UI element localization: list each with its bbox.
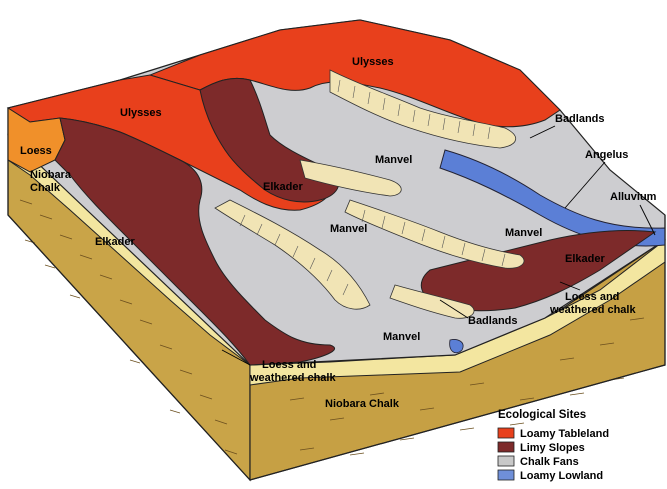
lowland-spot [450, 339, 463, 352]
label-angelus: Angelus [585, 149, 628, 161]
label-lwl-line1: Loess and [262, 359, 316, 371]
label-lwr-line1: Loess and [565, 291, 619, 303]
label-lwl-line2: weathered chalk [249, 372, 336, 384]
legend-swatch [498, 456, 514, 466]
legend-title: Ecological Sites [498, 409, 586, 421]
label-manvel-top: Manvel [375, 154, 412, 166]
label-lwr-line2: weathered chalk [549, 304, 636, 316]
label-manvel-center: Manvel [330, 223, 367, 235]
label-elkader-left: Elkader [95, 236, 135, 248]
label-ulysses-top: Ulysses [352, 56, 394, 68]
label-ulysses-left: Ulysses [120, 107, 162, 119]
legend-label: Loamy Lowland [520, 470, 603, 482]
label-badlands-top: Badlands [555, 113, 605, 125]
legend-label: Chalk Fans [520, 456, 579, 468]
label-manvel-right: Manvel [505, 227, 542, 239]
label-badlands-bottom: Badlands [468, 315, 518, 327]
label-manvel-bottom: Manvel [383, 331, 420, 343]
label-niobara-line2: Chalk [30, 182, 61, 194]
label-alluvium: Alluvium [610, 191, 657, 203]
label-loess-corner: Loess [20, 145, 52, 157]
legend-label: Limy Slopes [520, 442, 585, 454]
legend-swatch [498, 428, 514, 438]
label-niobara-line1: Niobara [30, 169, 72, 181]
label-niobara-chalk-front: Niobara Chalk [325, 398, 400, 410]
label-elkader-mid: Elkader [263, 181, 303, 193]
legend-label: Loamy Tableland [520, 428, 609, 440]
legend-swatch [498, 470, 514, 480]
legend-swatch [498, 442, 514, 452]
label-elkader-right: Elkader [565, 253, 605, 265]
